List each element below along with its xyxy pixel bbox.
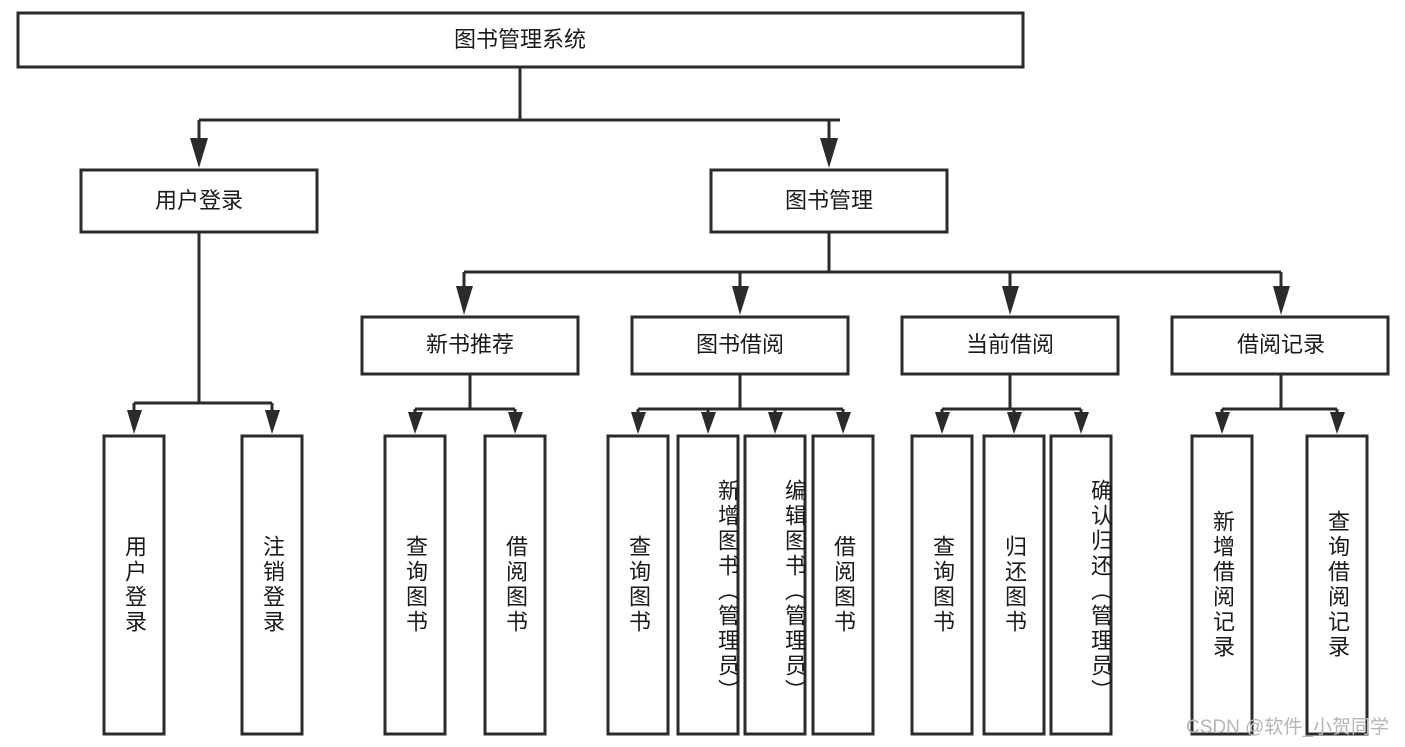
node-book-management-label: 图书管理: [785, 188, 873, 213]
connector-group-root-to-level2: [190, 67, 840, 168]
connector-group-new-book-recommend-to-leaves: [408, 374, 523, 434]
connector-group-book-borrow-to-leaves: [631, 374, 851, 434]
node-borrow-record-box[interactable]: [1170, 315, 1390, 376]
node-book-borrow-box[interactable]: [630, 315, 850, 376]
node-user-login-label: 用户登录: [155, 188, 243, 213]
node-book-borrow-label: 图书借阅: [696, 332, 784, 357]
node-current-borrow-box[interactable]: [900, 315, 1120, 376]
leaf-box-query-book-current[interactable]: [910, 434, 974, 736]
arrow-head-leaf-query-borrow-record: [1330, 412, 1345, 434]
node-book-borrow[interactable]: 图书借阅: [630, 315, 850, 376]
node-user-login[interactable]: 用户登录: [79, 168, 319, 234]
arrow-head-leaf-add-book-admin: [701, 412, 716, 434]
leaf-box-group: [102, 434, 1369, 736]
arrow-head-current-borrow: [1002, 286, 1019, 315]
arrow-head-borrow-record: [1273, 286, 1290, 315]
arrow-head-book-borrow: [732, 286, 749, 315]
arrow-head-new-book-recommend: [456, 286, 473, 315]
connector-group-current-borrow-to-leaves: [935, 374, 1089, 434]
leaf-box-query-book-borrow[interactable]: [606, 434, 670, 736]
node-current-borrow[interactable]: 当前借阅: [900, 315, 1120, 376]
node-borrow-record[interactable]: 借阅记录: [1170, 315, 1390, 376]
node-root[interactable]: 图书管理系统: [16, 11, 1025, 69]
arrow-head-leaf-add-borrow-record: [1215, 412, 1230, 434]
connector-group-borrow-record-to-leaves: [1215, 374, 1345, 434]
node-borrow-record-label: 借阅记录: [1237, 332, 1325, 357]
connector-group-user-login-to-leaves: [127, 232, 280, 434]
arrow-head-leaf-confirm-return-admin: [1074, 412, 1089, 434]
node-book-management-box[interactable]: [709, 168, 949, 234]
leaf-box-user-login[interactable]: [102, 434, 166, 736]
leaf-box-confirm-return-admin[interactable]: [1049, 434, 1113, 736]
csdn-watermark: CSDN @软件_小贺同学: [1186, 717, 1389, 738]
arrow-head-leaf-edit-book-admin: [768, 412, 783, 434]
node-user-login-box[interactable]: [79, 168, 319, 234]
leaf-box-query-book-recommend[interactable]: [383, 434, 447, 736]
leaf-box-add-book-admin[interactable]: [676, 434, 740, 736]
arrow-head-user-login: [190, 138, 208, 168]
leaf-box-logout[interactable]: [240, 434, 304, 736]
node-new-book-recommend-label: 新书推荐: [426, 332, 514, 357]
node-new-book-recommend[interactable]: 新书推荐: [360, 315, 580, 376]
node-current-borrow-label: 当前借阅: [966, 332, 1054, 357]
arrow-head-leaf-query-book-current: [935, 412, 950, 434]
arrow-head-book-management: [820, 138, 838, 168]
leaf-box-borrow-book-recommend[interactable]: [483, 434, 547, 736]
leaf-box-add-borrow-record[interactable]: [1190, 434, 1254, 736]
arrow-head-leaf-borrow-book: [836, 412, 851, 434]
leaf-box-borrow-book[interactable]: [811, 434, 875, 736]
leaf-box-edit-book-admin[interactable]: [743, 434, 807, 736]
node-book-management[interactable]: 图书管理: [709, 168, 949, 234]
leaf-box-return-book[interactable]: [982, 434, 1046, 736]
leaf-box-query-borrow-record[interactable]: [1305, 434, 1369, 736]
arrow-head-leaf-borrow-book-recommend: [508, 412, 523, 434]
arrow-head-leaf-logout: [265, 410, 280, 434]
arrow-head-leaf-user-login: [127, 410, 142, 434]
node-root-box[interactable]: [16, 11, 1025, 69]
arrow-head-leaf-query-book-borrow: [631, 412, 646, 434]
connector-group-book-management-to-level3: [456, 232, 1290, 315]
node-new-book-recommend-box[interactable]: [360, 315, 580, 376]
arrow-head-leaf-query-book-recommend: [408, 412, 423, 434]
arrow-head-leaf-return-book: [1007, 412, 1022, 434]
node-root-label: 图书管理系统: [454, 27, 586, 52]
